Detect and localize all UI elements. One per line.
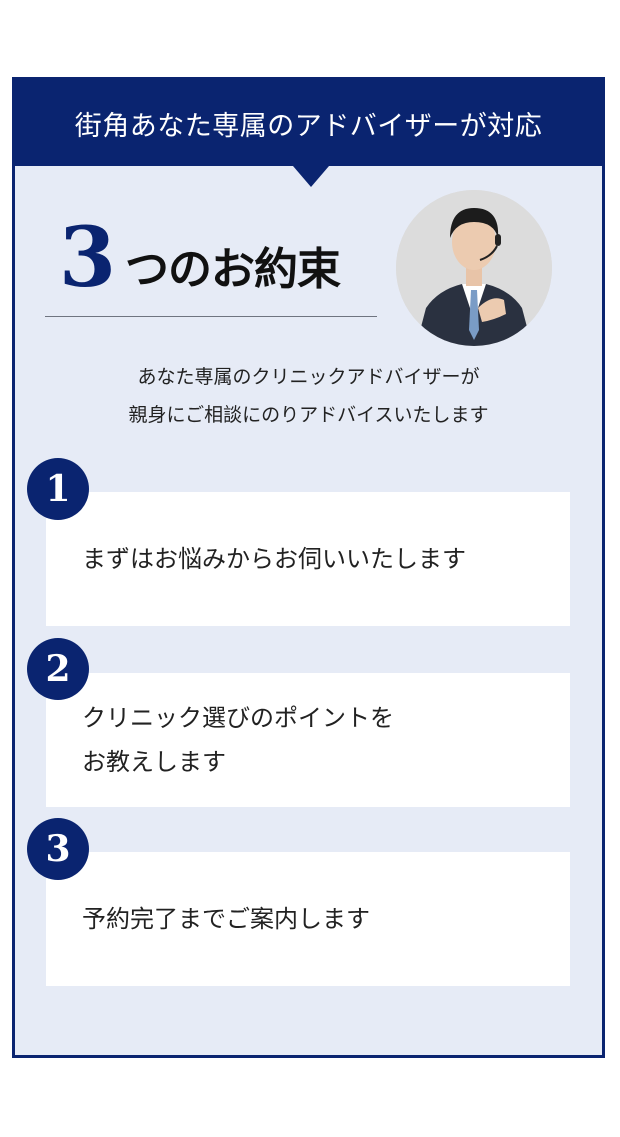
advisor-person-icon: [396, 190, 552, 346]
number-badge-3: 3: [27, 818, 89, 880]
intro-line-1: あなた専属のクリニックアドバイザーが: [137, 366, 480, 388]
advisor-avatar: [396, 190, 552, 346]
promise-item-text: クリニック選びのポイントを お教えします: [82, 704, 394, 776]
number-badge-2: 2: [27, 638, 89, 700]
promise-item-text: まずはお悩みからお伺いいたします: [82, 545, 466, 573]
promise-panel: 街角あなた専属のアドバイザーが対応 3 つのお約束 あなた専属のクリニックアドバ…: [12, 77, 605, 1058]
header-title: 街角あなた専属のアドバイザーが対応: [74, 110, 543, 142]
header-banner: 街角あなた専属のアドバイザーが対応: [15, 80, 602, 166]
promise-item-2: クリニック選びのポイントを お教えします: [46, 673, 570, 807]
heading-underline: [45, 316, 377, 317]
intro-text: あなた専属のクリニックアドバイザーが 親身にご相談にのりアドバイスいたします: [15, 358, 602, 434]
number-badge-1: 1: [27, 458, 89, 520]
intro-line-2: 親身にご相談にのりアドバイスいたします: [128, 404, 489, 426]
promise-heading-text: つのお約束: [125, 244, 341, 295]
promise-item-1: まずはお悩みからお伺いいたします: [46, 492, 570, 626]
promise-heading: 3 つのお約束: [45, 208, 377, 318]
promise-count: 3: [59, 210, 117, 306]
promise-item-3: 予約完了までご案内します: [46, 852, 570, 986]
header-pointer-arrow: [293, 166, 329, 187]
promise-item-text: 予約完了までご案内します: [82, 905, 370, 933]
